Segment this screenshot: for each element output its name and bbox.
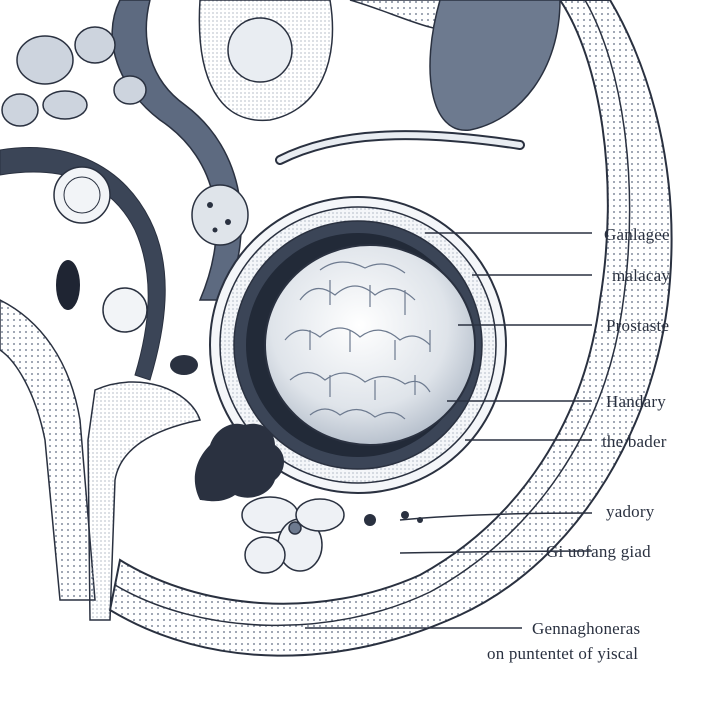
label-ganlagee: Ganlagee <box>604 225 670 244</box>
leader-lines <box>305 232 593 629</box>
label-puntentet: on puntentet of yiscal <box>487 644 639 663</box>
tissue-cells <box>1 26 147 127</box>
label-handary: Handary <box>606 392 666 411</box>
label-yadory: yadory <box>606 502 655 521</box>
flower-structure <box>241 496 345 574</box>
left-column <box>0 299 96 601</box>
label-prostate: Prostaste <box>606 316 670 335</box>
label-gennaghoneras: Gennaghoneras <box>532 619 641 638</box>
label-bader: the bader <box>602 432 667 451</box>
outer-wall-band <box>108 0 673 657</box>
label-malacay: malacay <box>612 266 671 285</box>
label-giad: Gi uofang giad <box>546 542 651 561</box>
branching-gland <box>194 423 284 502</box>
prostate-mass <box>264 244 476 446</box>
